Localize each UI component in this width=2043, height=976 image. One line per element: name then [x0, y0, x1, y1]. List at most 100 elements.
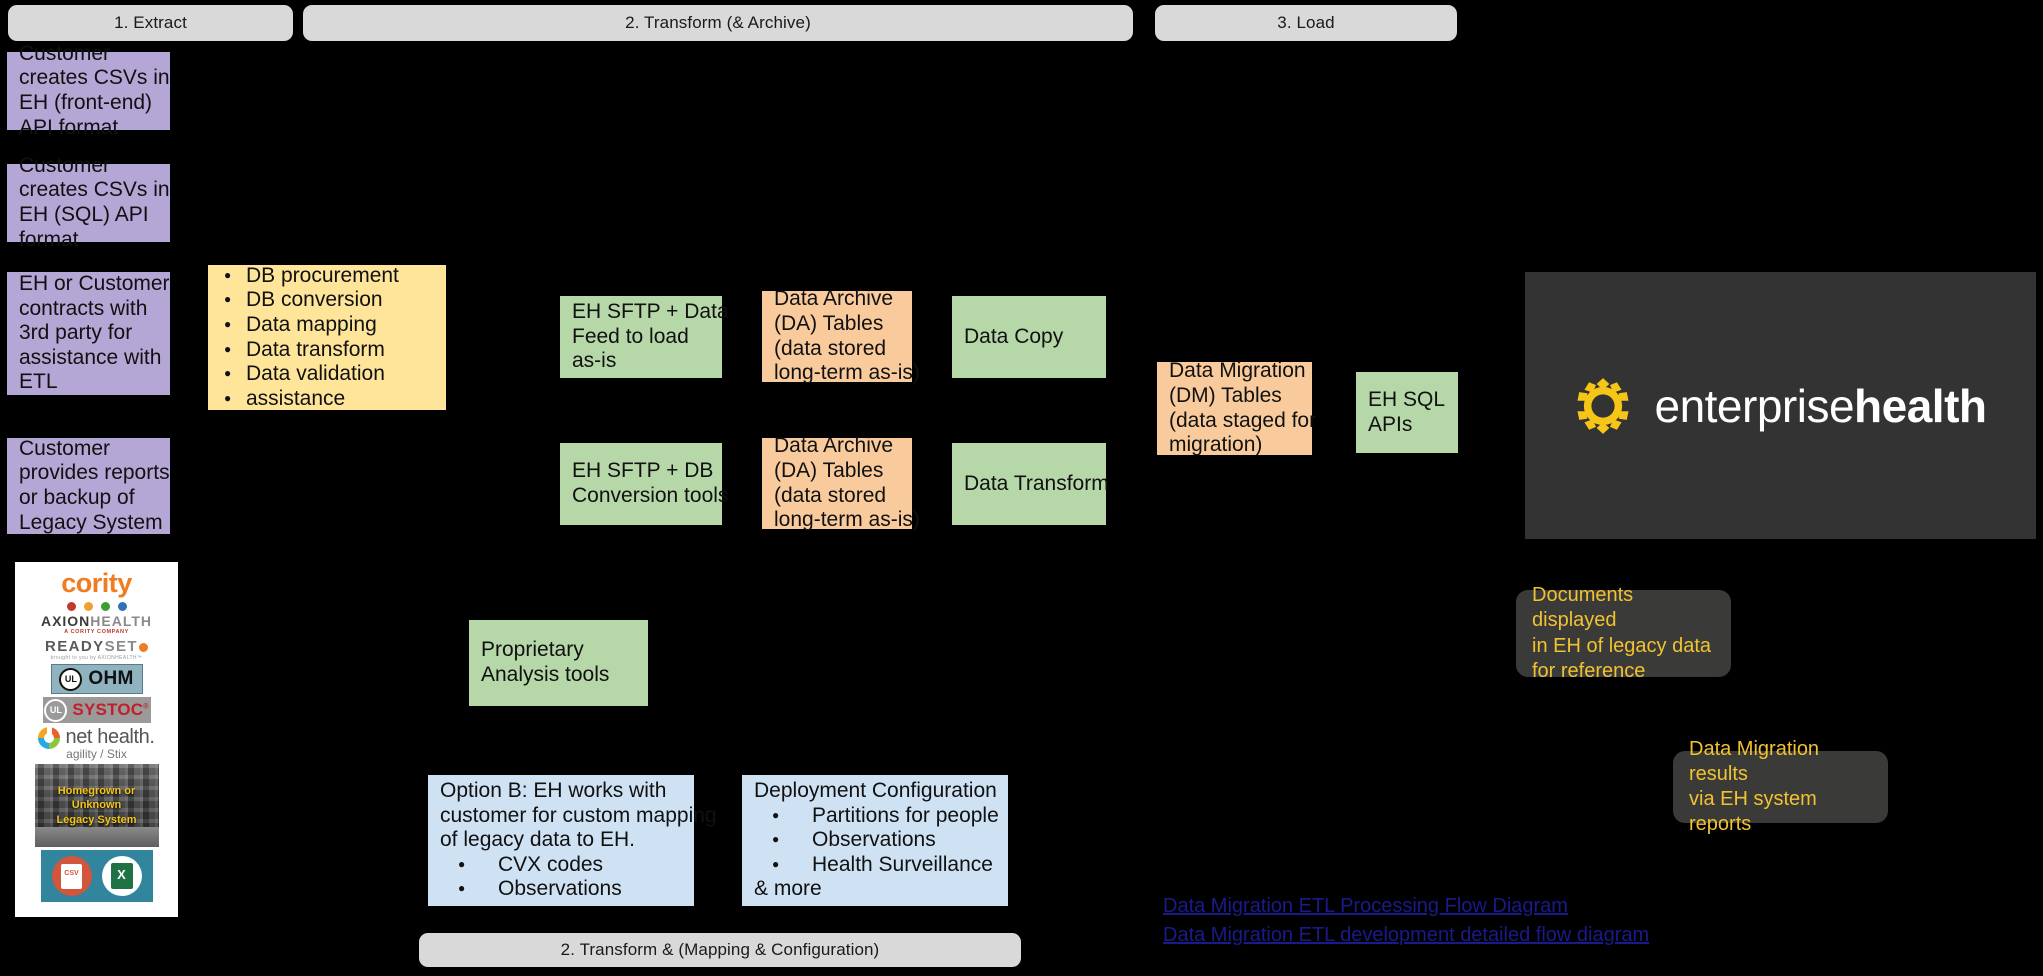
diagram-links: Data Migration ETL Processing Flow Diagr… — [1163, 893, 1649, 949]
legacy-system-label: Homegrown or Unknown Legacy System — [35, 784, 159, 827]
list-item: Partitions for people — [754, 804, 999, 829]
axion-wordmark: AXIONHEALTH — [41, 613, 152, 629]
box-line: migration) — [1169, 433, 1263, 457]
extract-box-csv-sql: Customer creates CSVs in EH (SQL) API fo… — [7, 154, 170, 251]
ul-mark-icon: UL — [59, 667, 83, 691]
box-line: (DA) Tables — [774, 458, 884, 482]
list-item: Data validation — [220, 362, 434, 387]
box-line: EH SQL — [1368, 387, 1446, 411]
readyset-logo: READYSET brought to you by AXIONHEALTH™ — [19, 638, 174, 661]
box-line: long-term as-is) — [774, 508, 920, 532]
box-line: APIs — [1368, 412, 1413, 436]
box-line: (data staged for — [1169, 408, 1317, 432]
transform-box-proprietary-analysis-tools: Proprietary Analysis tools — [469, 620, 648, 706]
box-line: EH (front-end) — [19, 91, 153, 114]
extract-box-legacy-backup: Customer provides reports or backup of L… — [7, 437, 170, 534]
box-line: (DA) Tables — [774, 311, 884, 335]
data-migration-results-callout: Data Migration results via EH system rep… — [1673, 738, 1888, 835]
box-line: Legacy System — [19, 510, 163, 534]
box-line: EH or Customer — [19, 272, 170, 296]
load-box-eh-sql-apis: EH SQL APIs — [1356, 372, 1458, 453]
box-line: of legacy data to EH. — [440, 828, 635, 852]
phase-header-transform[interactable]: 2. Transform (& Archive) — [303, 5, 1133, 41]
readyset-ready: READY — [45, 638, 105, 655]
third-party-services-box: DB procurement DB conversion Data mappin… — [208, 264, 446, 411]
list-item: Health Surveillance — [754, 853, 996, 878]
box-line: (data stored — [774, 336, 887, 360]
legacy-line-2: Legacy System — [56, 813, 137, 826]
list-item: DB procurement — [220, 264, 434, 289]
excel-file-icon — [101, 856, 142, 896]
phase-footer-transform-mapping[interactable]: 2. Transform & (Mapping & Configuration) — [419, 933, 1021, 967]
box-line: 3rd party for — [19, 321, 133, 345]
box-line: (DM) Tables — [1169, 383, 1282, 407]
net-health-logo: net health. agility / Stix — [19, 724, 174, 761]
legacy-vendor-logo-column: cority AXIONHEALTH A CORITY COMPANY READ… — [15, 562, 178, 917]
box-line: Data Copy — [964, 324, 1064, 348]
enterprise-health-gear-icon — [1574, 377, 1632, 435]
axion-dots-icon — [66, 602, 127, 611]
axion-health-logo: AXIONHEALTH A CORITY COMPANY — [19, 602, 174, 635]
box-line: or backup of — [19, 486, 135, 509]
third-party-service-list: DB procurement DB conversion Data mappin… — [220, 264, 434, 411]
list-item-continuation: assistance — [220, 387, 434, 412]
callout-line: for reference — [1532, 659, 1646, 682]
transform-box-eh-sftp-db-conversion: EH SFTP + DB Conversion tools — [560, 443, 729, 525]
ohm-logo: UL OHM — [19, 664, 174, 694]
box-line: EH SFTP + DB — [572, 459, 714, 483]
mapping-box-deployment-configuration: Deployment Configuration Partitions for … — [742, 775, 1008, 906]
box-line: creates CSVs in — [19, 178, 170, 202]
box-line: creates CSVs in — [19, 66, 170, 90]
callout-line: in EH of legacy data — [1532, 634, 1711, 657]
box-line: Analysis tools — [481, 663, 610, 686]
net-health-wordmark: net health. — [65, 726, 155, 748]
box-line: Data Archive — [774, 434, 894, 458]
legacy-system-photo: Homegrown or Unknown Legacy System — [19, 764, 174, 847]
option-b-item-list: CVX codes Observations — [440, 853, 682, 902]
box-line: Conversion tools — [572, 484, 729, 507]
extract-box-csv-frontend: Customer creates CSVs in EH (front-end) … — [7, 42, 170, 139]
callout-line: Documents displayed — [1532, 584, 1634, 632]
box-line: Feed to load — [572, 324, 689, 348]
readyset-wordmark: READYSET — [45, 638, 148, 655]
readyset-dot-icon — [138, 642, 148, 652]
floor-texture — [34, 827, 159, 847]
list-item: Observations — [754, 828, 996, 853]
load-box-data-migration-tables: Data Migration (DM) Tables (data staged … — [1157, 359, 1317, 457]
box-line: customer for custom mapping — [440, 803, 717, 827]
phase-header-extract[interactable]: 1. Extract — [8, 5, 293, 41]
box-line: Deployment Configuration — [754, 779, 997, 803]
box-line: Customer — [19, 41, 111, 65]
list-item: DB conversion — [220, 288, 434, 313]
axion-subtitle: A CORITY COMPANY — [64, 629, 129, 635]
cority-wordmark: cority — [61, 568, 132, 598]
link-etl-development-detailed-flow-diagram[interactable]: Data Migration ETL development detailed … — [1163, 924, 1650, 946]
systoc-registered-mark: ® — [143, 703, 149, 711]
systoc-wordmark: SYSTOC® — [72, 700, 148, 720]
transform-box-data-archive-1: Data Archive (DA) Tables (data stored lo… — [762, 287, 920, 384]
csv-file-icon — [51, 856, 92, 896]
box-line: (data stored — [774, 483, 887, 507]
axion-name-b: HEALTH — [90, 613, 153, 629]
net-health-ring-icon — [38, 724, 61, 749]
box-line: provides reports — [19, 461, 170, 485]
link-etl-processing-flow-diagram[interactable]: Data Migration ETL Processing Flow Diagr… — [1163, 895, 1568, 917]
file-format-icons — [19, 850, 174, 902]
box-line: Data Archive — [774, 287, 894, 311]
extract-box-third-party-etl: EH or Customer contracts with 3rd party … — [7, 272, 170, 395]
ul-mark-icon: UL — [44, 698, 68, 722]
list-item: Data transform — [220, 338, 434, 363]
readyset-set: SET — [104, 638, 138, 655]
cority-logo: cority — [19, 568, 174, 599]
enterprise-health-wordmark: enterprisehealth — [1654, 379, 1987, 433]
box-line-tail: & more — [754, 877, 822, 901]
box-line: Data Transform — [964, 471, 1109, 495]
box-line: assistance with — [19, 345, 162, 369]
net-health-subtitle: agility / Stix — [66, 747, 127, 761]
ohm-wordmark: OHM — [88, 668, 134, 689]
box-line: long-term as-is) — [774, 361, 920, 385]
box-line: EH SFTP + Data — [572, 300, 729, 324]
phase-header-load[interactable]: 3. Load — [1155, 5, 1457, 41]
box-line: API format — [19, 115, 119, 139]
